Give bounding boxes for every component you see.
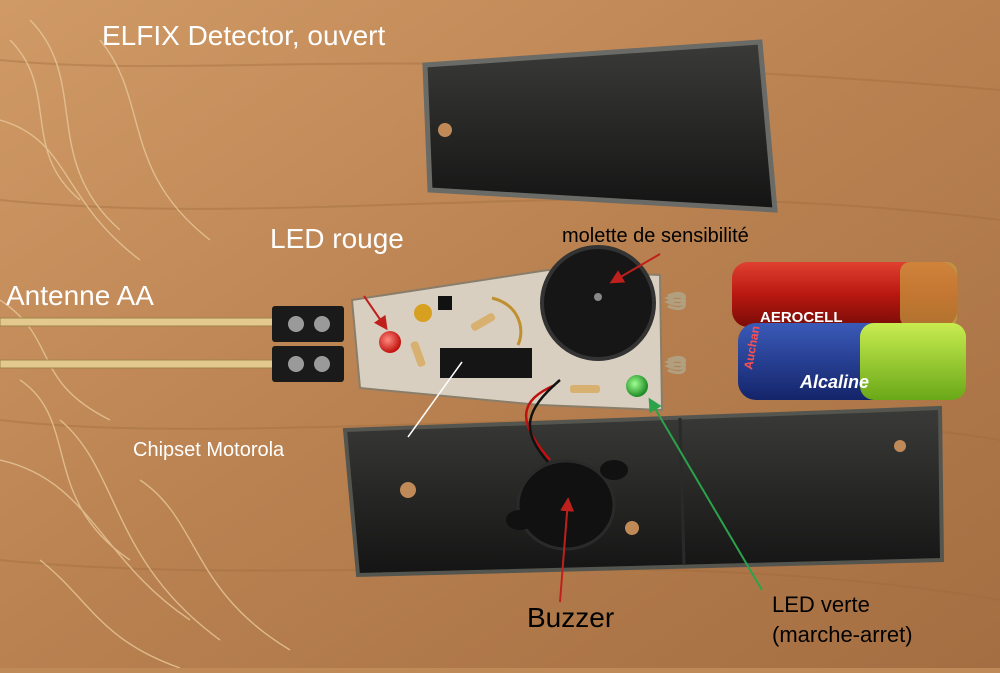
- green-led: [626, 375, 648, 397]
- battery-aerocell-label: AEROCELL: [760, 309, 843, 326]
- label-led-rouge: LED rouge: [270, 223, 404, 254]
- photo-title: ELFIX Detector, ouvert: [102, 20, 386, 51]
- line-chipset: [407, 361, 463, 438]
- case-bottom: [342, 405, 945, 578]
- sensitivity-knob: [540, 245, 656, 361]
- fibre-tuft: [0, 19, 291, 669]
- case-lid: [422, 39, 778, 213]
- motorola-chip: [440, 348, 532, 378]
- lid-screw-hole: [438, 123, 452, 137]
- label-buzzer: Buzzer: [527, 602, 615, 633]
- arrow-led-verte: [648, 397, 763, 591]
- label-marche-arret: (marche-arret): [772, 622, 913, 647]
- arrow-led-rouge: [363, 295, 388, 331]
- label-molette: molette de sensibilité: [562, 225, 749, 247]
- label-chipset: Chipset Motorola: [133, 439, 285, 461]
- battery-alcaline: Alcaline Auchan: [738, 323, 966, 400]
- label-antenne: Antenne AA: [6, 280, 154, 311]
- terminal-block-upper: [272, 306, 344, 342]
- battery-aerocell: AEROCELL: [732, 262, 957, 327]
- antenna-rod-upper: [0, 317, 291, 327]
- antenna-rod-lower: [0, 359, 291, 369]
- capacitor: [414, 304, 432, 322]
- red-led: [379, 331, 401, 353]
- arrow-molette: [609, 253, 661, 284]
- battery-alcaline-label: Alcaline: [799, 372, 869, 392]
- arrow-buzzer: [559, 497, 575, 603]
- terminal-block-lower: [272, 346, 344, 382]
- battery-springs: [664, 291, 686, 375]
- label-led-verte: LED verte: [772, 592, 870, 617]
